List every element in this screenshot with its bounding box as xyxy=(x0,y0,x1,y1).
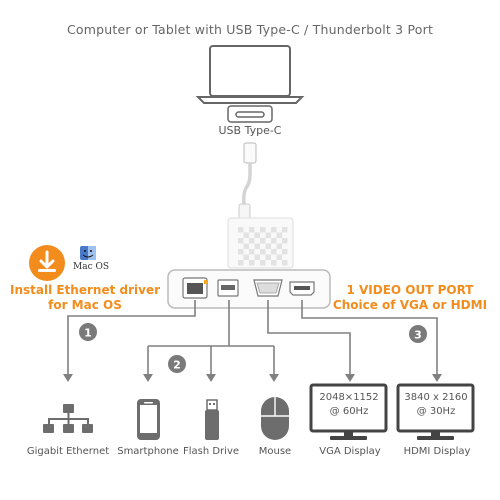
adapter-pattern-cell xyxy=(249,227,255,233)
adapter-pattern-cell xyxy=(260,238,266,244)
arrow-heads xyxy=(63,374,442,382)
adapter-pattern-cell xyxy=(249,238,255,244)
device-label-hdmi-display: HDMI Display xyxy=(403,446,471,457)
adapter-pattern-cell xyxy=(271,238,277,244)
laptop-icon xyxy=(195,45,305,104)
smartphone-icon xyxy=(137,399,160,440)
video-note-line1: 1 VIDEO OUT PORT xyxy=(346,283,474,297)
adapter-pattern-cell xyxy=(282,249,288,255)
adapter-pattern-cell xyxy=(271,249,277,255)
adapter-pattern-cell xyxy=(265,254,271,260)
adapter-pattern-cell xyxy=(249,249,255,255)
adapter-pattern-cell xyxy=(238,249,244,255)
mouse-icon xyxy=(261,397,289,440)
adapter-pattern-cell xyxy=(276,254,282,260)
adapter-pattern-cell xyxy=(282,227,288,233)
adapter-pattern-cell xyxy=(238,260,244,266)
adapter-pattern-cell xyxy=(271,260,277,266)
vga-monitor-icon xyxy=(309,383,388,440)
adapter-pattern-cell xyxy=(243,254,249,260)
adapter-pattern-cell xyxy=(249,260,255,266)
video-note-line2: Choice of VGA or HDMI xyxy=(332,298,488,312)
driver-note-line1: Install Ethernet driver xyxy=(9,283,161,297)
step-marker-3: 3 xyxy=(409,325,427,343)
vga-refresh-rate: @ 60Hz xyxy=(329,406,369,417)
hdmi-refresh-rate: @ 30Hz xyxy=(416,406,456,417)
marker-number: 1 xyxy=(84,327,92,340)
driver-note-line2: for Mac OS xyxy=(48,298,122,312)
adapter-pattern-cell xyxy=(265,243,271,249)
device-label-vga-display: VGA Display xyxy=(319,446,381,457)
hdmi-monitor-icon xyxy=(396,383,475,440)
adapter-pattern-cell xyxy=(243,243,249,249)
usb-c-cable xyxy=(238,142,257,223)
marker-number: 2 xyxy=(173,359,181,372)
step-marker-2: 2 xyxy=(168,355,186,373)
adapter-port-panel xyxy=(167,269,331,309)
adapter-pattern-cell xyxy=(282,238,288,244)
mac-os-icon xyxy=(80,246,96,260)
device-label-flash-drive: Flash Drive xyxy=(182,446,240,457)
adapter-pattern-cell xyxy=(243,232,249,238)
adapter-pattern-cell xyxy=(254,243,260,249)
flash-drive-icon xyxy=(205,399,219,440)
adapter-pattern-cell xyxy=(276,243,282,249)
adapter-pattern-cell xyxy=(282,260,288,266)
step-marker-1: 1 xyxy=(79,323,97,341)
adapter-pattern-cell xyxy=(260,227,266,233)
usb-c-port-icon xyxy=(227,105,273,123)
adapter-pattern-cell xyxy=(260,249,266,255)
adapter-pattern-cell xyxy=(265,232,271,238)
adapter-pattern-cell xyxy=(238,238,244,244)
mac-os-label: Mac OS xyxy=(73,262,110,272)
adapter-body xyxy=(227,217,294,269)
adapter-pattern-cell xyxy=(254,254,260,260)
device-label-smartphone: Smartphone xyxy=(117,446,179,457)
adapter-pattern-cell xyxy=(276,232,282,238)
device-label-gigabit-ethernet: Gigabit Ethernet xyxy=(26,446,110,457)
adapter-pattern-cell xyxy=(260,260,266,266)
usb-c-port-label: USB Type-C xyxy=(218,124,282,137)
adapter-pattern-cell xyxy=(271,227,277,233)
connector-lines xyxy=(67,300,438,375)
device-label-mouse: Mouse xyxy=(258,446,292,457)
vga-resolution: 2048×1152 xyxy=(319,392,379,403)
hdmi-resolution: 3840 x 2160 xyxy=(404,392,468,403)
adapter-pattern-cell xyxy=(254,232,260,238)
adapter-pattern-cell xyxy=(238,227,244,233)
page-title: Computer or Tablet with USB Type-C / Thu… xyxy=(66,22,434,37)
marker-number: 3 xyxy=(414,329,422,342)
download-icon xyxy=(29,245,65,281)
network-icon xyxy=(43,404,93,433)
